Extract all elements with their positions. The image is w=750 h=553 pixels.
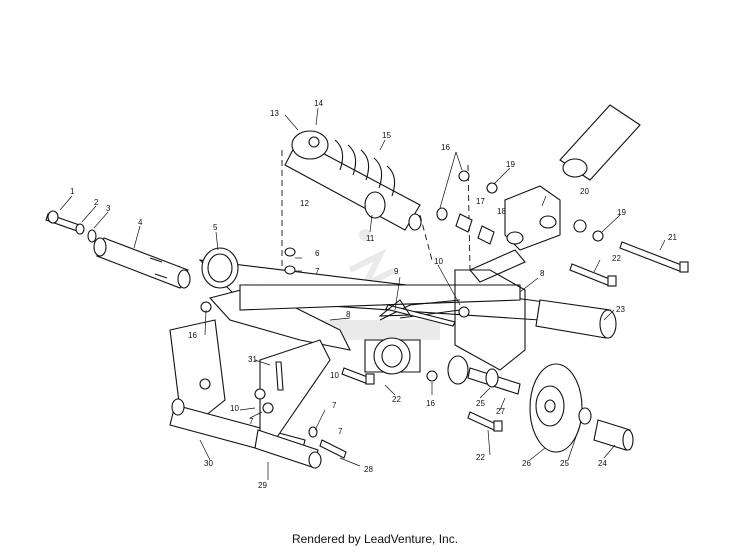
leader-lines xyxy=(59,107,666,480)
part-label: 4 xyxy=(138,218,143,227)
part-label: 29 xyxy=(258,481,267,490)
part-label: 16 xyxy=(188,331,197,340)
part-label: 15 xyxy=(382,131,391,140)
long-bolts xyxy=(341,241,689,432)
part-label: 24 xyxy=(598,459,607,468)
part-label: 7 xyxy=(315,267,320,276)
part-label: 26 xyxy=(522,459,531,468)
front-bolt-assembly xyxy=(45,210,191,289)
rear-axle xyxy=(447,299,634,453)
part-label: 25 xyxy=(476,399,485,408)
part-labels: 1 2 3 4 5 6 7 7 7 7 8 8 9 10 10 10 11 12… xyxy=(70,99,677,490)
part-label: 14 xyxy=(314,99,323,108)
part-label: 30 xyxy=(204,459,213,468)
part-label: 19 xyxy=(617,208,626,217)
part-label: 3 xyxy=(106,204,111,213)
part-label: 11 xyxy=(366,234,375,243)
part-label: 18 xyxy=(497,207,506,216)
part-label: 13 xyxy=(270,109,279,118)
part-label: 16 xyxy=(441,143,450,152)
part-label: 28 xyxy=(364,465,373,474)
part-label: 5 xyxy=(213,223,218,232)
part-label: 23 xyxy=(616,305,625,314)
part-label: 7 xyxy=(332,401,337,410)
part-label: 16 xyxy=(426,399,435,408)
small-hardware xyxy=(200,247,470,459)
upper-strut xyxy=(504,104,641,251)
shock-absorber xyxy=(284,130,422,231)
part-label: 7 xyxy=(338,427,343,436)
part-label: 8 xyxy=(346,310,351,319)
leader-dashed xyxy=(419,214,433,261)
part-label: 19 xyxy=(506,160,515,169)
part-label: 10 xyxy=(330,371,339,380)
part-label: 25 xyxy=(560,459,569,468)
leader-dashed xyxy=(467,164,471,271)
part-label: 27 xyxy=(496,407,505,416)
part-label: 22 xyxy=(476,453,485,462)
bushings xyxy=(436,170,604,245)
part-label: 22 xyxy=(392,395,401,404)
part-label: 10 xyxy=(434,257,443,266)
part-label: 2 xyxy=(94,198,99,207)
part-label: 21 xyxy=(668,233,677,242)
footer-credit: Rendered by LeadVenture, Inc. xyxy=(291,532,459,546)
part-label: 8 xyxy=(540,269,545,278)
part-label: 6 xyxy=(315,249,320,258)
lower-arms xyxy=(169,319,331,469)
part-label: 7 xyxy=(249,417,254,426)
part-label: 20 xyxy=(580,187,589,196)
part-label: 10 xyxy=(230,404,239,413)
part-label: 1 xyxy=(70,187,75,196)
part-label: 31 xyxy=(248,355,257,364)
part-label: 22 xyxy=(612,254,621,263)
watermark-logo xyxy=(320,229,440,340)
part-label: 9 xyxy=(394,267,399,276)
part-label: 17 xyxy=(476,197,485,206)
part-label: 12 xyxy=(300,199,309,208)
